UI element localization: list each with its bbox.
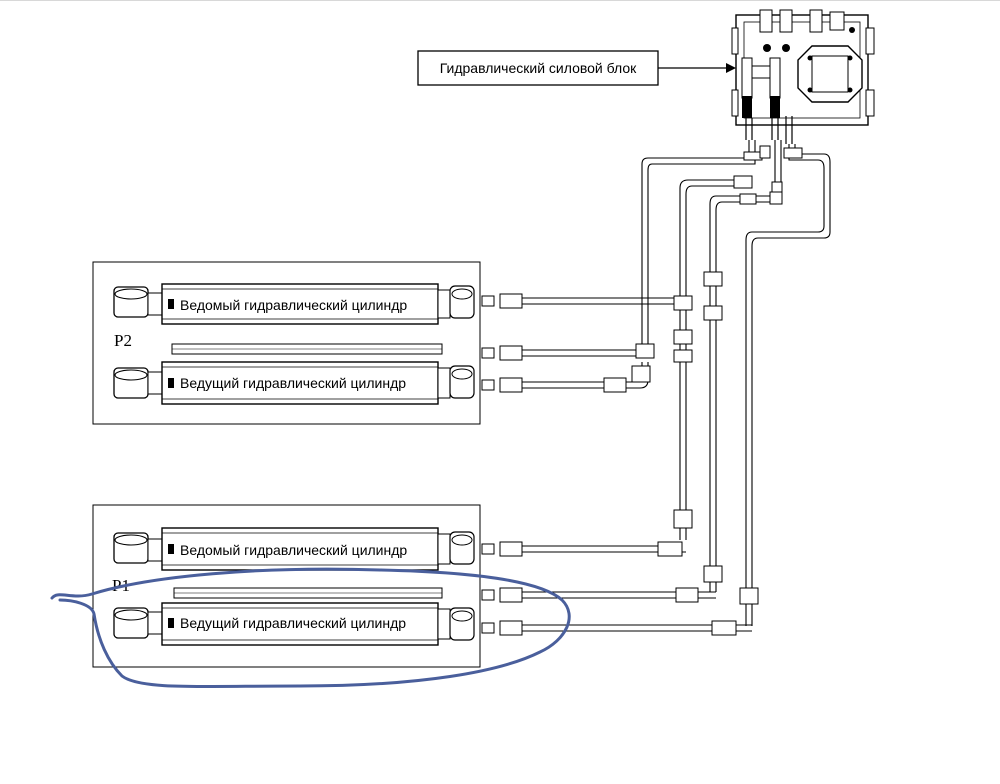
p2-master-cylinder-label: Ведущий гидравлический цилиндр [180, 375, 406, 391]
p1-slave-cylinder: Ведомый гидравлический цилиндр [113, 527, 475, 571]
p2-slave-cylinder-label: Ведомый гидравлический цилиндр [180, 297, 407, 313]
top-border-line [0, 0, 1000, 1]
group-p2: P2 [92, 261, 481, 425]
group-p2-label: P2 [114, 331, 132, 350]
p1-slave-cylinder-label: Ведомый гидравлический цилиндр [180, 542, 407, 558]
power-unit-label: Гидравлический силовой блок [440, 60, 637, 76]
power-unit-leader-arrow [658, 63, 736, 73]
highlight-loop [50, 567, 571, 689]
hose-fittings [481, 145, 803, 636]
hydraulic-power-unit-icon [731, 9, 875, 144]
p1-master-cylinder: Ведущий гидравлический цилиндр [113, 587, 475, 646]
p1-master-cylinder-label: Ведущий гидравлический цилиндр [180, 615, 406, 631]
p2-slave-cylinder: Ведомый гидравлический цилиндр [113, 283, 475, 325]
power-unit-label-box: Гидравлический силовой блок [417, 50, 659, 86]
p2-master-cylinder: Ведущий гидравлический цилиндр [113, 343, 475, 405]
hose-lines [500, 140, 831, 632]
